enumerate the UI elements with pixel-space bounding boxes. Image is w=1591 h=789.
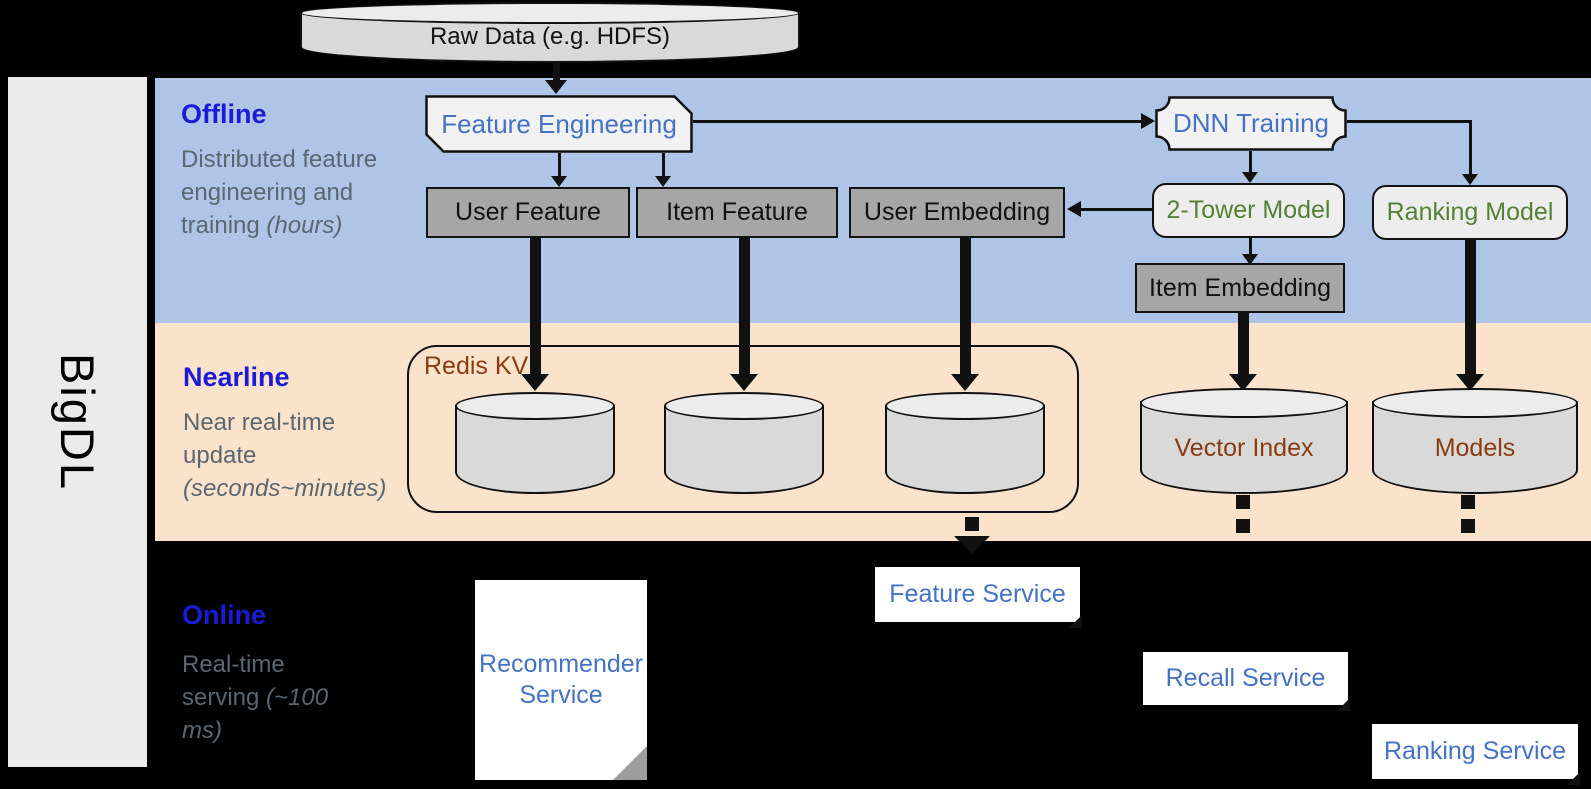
node-two-tower-model: 2-Tower Model [1152,183,1345,238]
thick-arrow-userfeature-head [521,374,549,391]
nearline-description: Near real-time update (seconds~minutes) [183,409,387,502]
node-dnn-training: DNN Training [1155,96,1347,151]
recommender-service-label: Recommender Service [479,650,643,709]
arrow-dnn-to-ranking-hline [1347,120,1472,123]
arrow-twotower-to-itemembedding-line [1249,238,1252,256]
node-user-feature: User Feature [426,187,630,238]
cylinder-top [455,392,615,420]
dashed-arrow-vectorindex-seg2 [1236,519,1250,533]
arrow-dnn-to-ranking-head [1462,174,1478,185]
node-ranking-service: Ranking Service [1372,724,1580,785]
thick-arrow-itemembedding-head [1229,374,1257,391]
dashed-arrow-models-seg2 [1461,519,1475,533]
online-latency-note: (~100 ms) [182,684,329,744]
thick-arrow-userembedding-head [951,374,979,391]
thick-arrow-itemembedding-bar [1238,313,1249,374]
arrow-dnn-to-twotower-line [1249,151,1252,173]
dashed-arrow-models-seg1 [1461,495,1475,509]
cylinder-top [885,392,1045,420]
plaque-shape [1155,96,1347,151]
node-vector-index: Vector Index [1140,388,1348,494]
online-description: Real-time serving (~100 ms) [182,651,329,744]
cylinder-top [1372,388,1578,418]
raw-data-label: Raw Data (e.g. HDFS) [429,23,671,50]
arrow-dnn-to-ranking-vline [1469,120,1472,174]
thick-arrow-rankingmodel-head [1456,374,1484,391]
redis-kv-group [407,345,1079,513]
node-recommender-service: Recommender Service [475,580,647,780]
arrow-twotower-to-userembedding-head [1067,201,1081,217]
cylinder-top [300,2,800,24]
node-recall-service: Recall Service [1143,652,1350,711]
feature-engineering-label: Feature Engineering [441,108,677,139]
brand-label: BigDL [51,352,104,491]
node-item-embedding: Item Embedding [1135,263,1345,313]
arrow-fe-to-userfeature-line [558,153,561,177]
redis-cylinder-1 [455,392,615,494]
cylinder-top [664,392,824,420]
note-fold-icon [1069,615,1082,628]
arrow-dnn-to-twotower-head [1242,172,1258,183]
node-feature-engineering: Feature Engineering [425,95,693,153]
nearline-duration-note: (seconds~minutes) [183,475,387,502]
dashed-arrow-redis-seg [965,517,979,531]
arrow-fe-to-userfeature-head [551,176,567,187]
node-ranking-model: Ranking Model [1372,185,1568,240]
nearline-band [155,323,1591,541]
note-fold-icon [1567,772,1580,785]
arrow-fe-to-itemfeature-head [655,176,671,187]
vector-index-label: Vector Index [1174,433,1314,462]
redis-cylinder-2 [664,392,824,494]
node-item-feature: Item Feature [636,187,838,238]
node-models: Models [1372,388,1578,494]
offline-duration-note: (hours) [266,212,343,239]
note-fold-icon [1337,698,1350,711]
ranking-service-label: Ranking Service [1383,737,1567,765]
nearline-title: Nearline [183,362,290,392]
arrow-fe-to-dnn-head [1141,113,1155,129]
node-feature-service: Feature Service [875,567,1082,628]
recall-service-label: Recall Service [1165,664,1326,692]
thick-arrow-userfeature-bar [530,238,541,374]
arrow-twotower-to-userembedding-line [1080,208,1152,211]
offline-description: Distributed feature engineering and trai… [181,146,378,239]
thick-arrow-userembedding-bar [960,238,971,374]
snip-corner-shape [425,95,693,153]
dnn-training-label: DNN Training [1172,108,1330,138]
node-user-embedding: User Embedding [849,187,1065,238]
feature-service-label: Feature Service [889,580,1066,608]
arrow-fe-to-dnn-line [693,120,1142,123]
thick-arrow-itemfeature-head [730,374,758,391]
thick-arrow-rankingmodel-bar [1465,240,1476,374]
arrow-fe-to-itemfeature-line [662,153,665,177]
redis-kv-label: Redis KV [424,352,529,380]
dashed-arrow-vectorindex-seg1 [1236,495,1250,509]
dashed-arrow-redis-head [954,536,990,554]
redis-cylinder-3 [885,392,1045,494]
arrow-twotower-to-itemembedding-head [1242,254,1258,265]
online-title: Online [182,600,267,630]
bigdl-sidebar: BigDL [8,77,147,767]
cylinder-top [1140,388,1348,418]
models-label: Models [1434,433,1516,462]
offline-title: Offline [181,99,267,129]
thick-arrow-itemfeature-bar [739,238,750,374]
raw-data-cylinder: Raw Data (e.g. HDFS) [300,2,800,63]
